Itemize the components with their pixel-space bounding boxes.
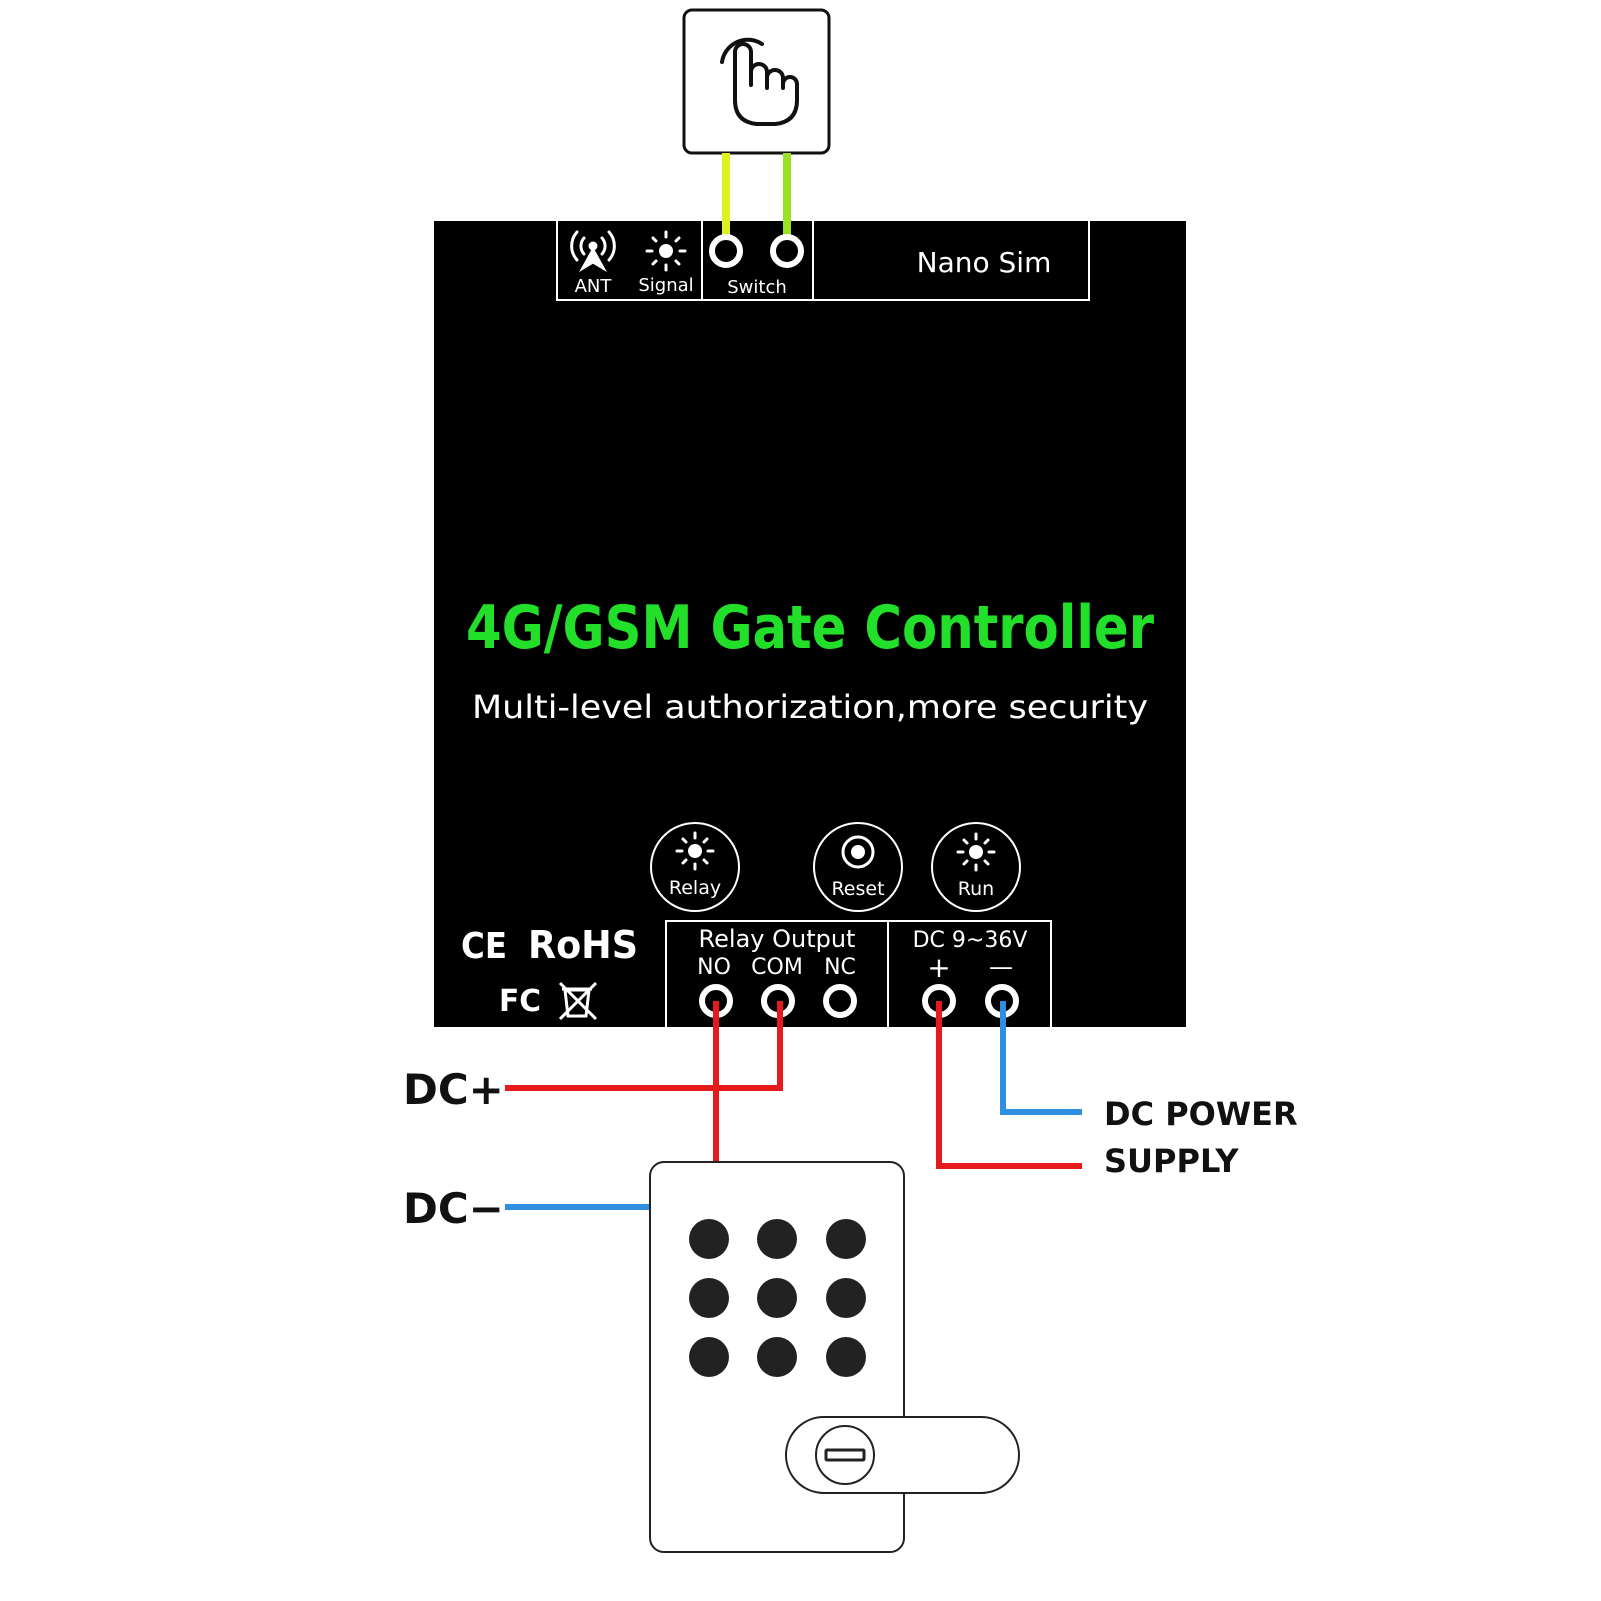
fc-logo: FC bbox=[499, 984, 541, 1019]
relay-label: Relay bbox=[669, 877, 721, 899]
reset-indicator[interactable]: Reset bbox=[813, 822, 903, 912]
top-port-strip bbox=[556, 221, 1090, 301]
ant-label: ANT bbox=[575, 276, 613, 297]
signal-label: Signal bbox=[638, 275, 693, 296]
power-supply-label-line2: SUPPLY bbox=[1104, 1142, 1239, 1180]
cert-logos: CE RoHS FC bbox=[461, 923, 638, 1021]
relay-indicator: Relay bbox=[650, 822, 740, 912]
switch-label: Switch bbox=[727, 277, 787, 298]
switch-terminals bbox=[709, 234, 804, 268]
relay-led-icon bbox=[675, 831, 715, 871]
device-panel bbox=[434, 221, 1186, 1027]
power-supply-label-line1: DC POWER bbox=[1104, 1095, 1298, 1133]
signal-led-icon bbox=[645, 230, 687, 272]
hand-pointer-icon bbox=[720, 37, 799, 126]
push-button bbox=[682, 8, 831, 155]
com-label: COM bbox=[751, 955, 803, 980]
antenna-icon bbox=[570, 230, 616, 273]
nc-terminal bbox=[823, 984, 857, 1018]
dc-minus-label: DC− bbox=[403, 1184, 504, 1233]
power-input-block: DC 9~36V + — bbox=[887, 920, 1052, 1027]
ce-logo: CE bbox=[461, 926, 507, 967]
svg-text:RoHS: RoHS bbox=[528, 923, 638, 967]
power-minus-wire bbox=[1000, 1000, 1082, 1115]
power-plus-wire bbox=[936, 1000, 1082, 1169]
svg-text:FC: FC bbox=[499, 984, 541, 1019]
device-title: 4G/GSM Gate Controller bbox=[466, 593, 1154, 663]
relay-output-label: Relay Output bbox=[699, 925, 856, 953]
run-led-icon bbox=[956, 832, 996, 872]
rohs-logo: RoHS bbox=[528, 923, 638, 967]
nc-label: NC bbox=[824, 955, 856, 980]
wires bbox=[505, 1000, 1082, 1210]
dc-plus-label: DC+ bbox=[403, 1065, 504, 1114]
reset-button-icon bbox=[841, 835, 875, 869]
weee-bin-icon bbox=[558, 981, 598, 1021]
no-label: NO bbox=[697, 955, 731, 980]
svg-text:CE: CE bbox=[461, 926, 507, 967]
plus-label: + bbox=[927, 951, 950, 984]
nano-sim-label: Nano Sim bbox=[917, 246, 1052, 279]
lock-handle bbox=[785, 1416, 1020, 1494]
run-indicator: Run bbox=[931, 822, 1021, 912]
device-subtitle: Multi-level authorization,more security bbox=[472, 688, 1148, 726]
keypad-lock-icon bbox=[649, 1161, 1020, 1553]
dc-plus-wire bbox=[505, 1000, 783, 1091]
power-range-label: DC 9~36V bbox=[913, 928, 1028, 953]
keypad-buttons bbox=[689, 1219, 866, 1377]
run-label: Run bbox=[958, 878, 994, 900]
reset-label: Reset bbox=[831, 878, 884, 900]
minus-label: — bbox=[989, 953, 1013, 981]
